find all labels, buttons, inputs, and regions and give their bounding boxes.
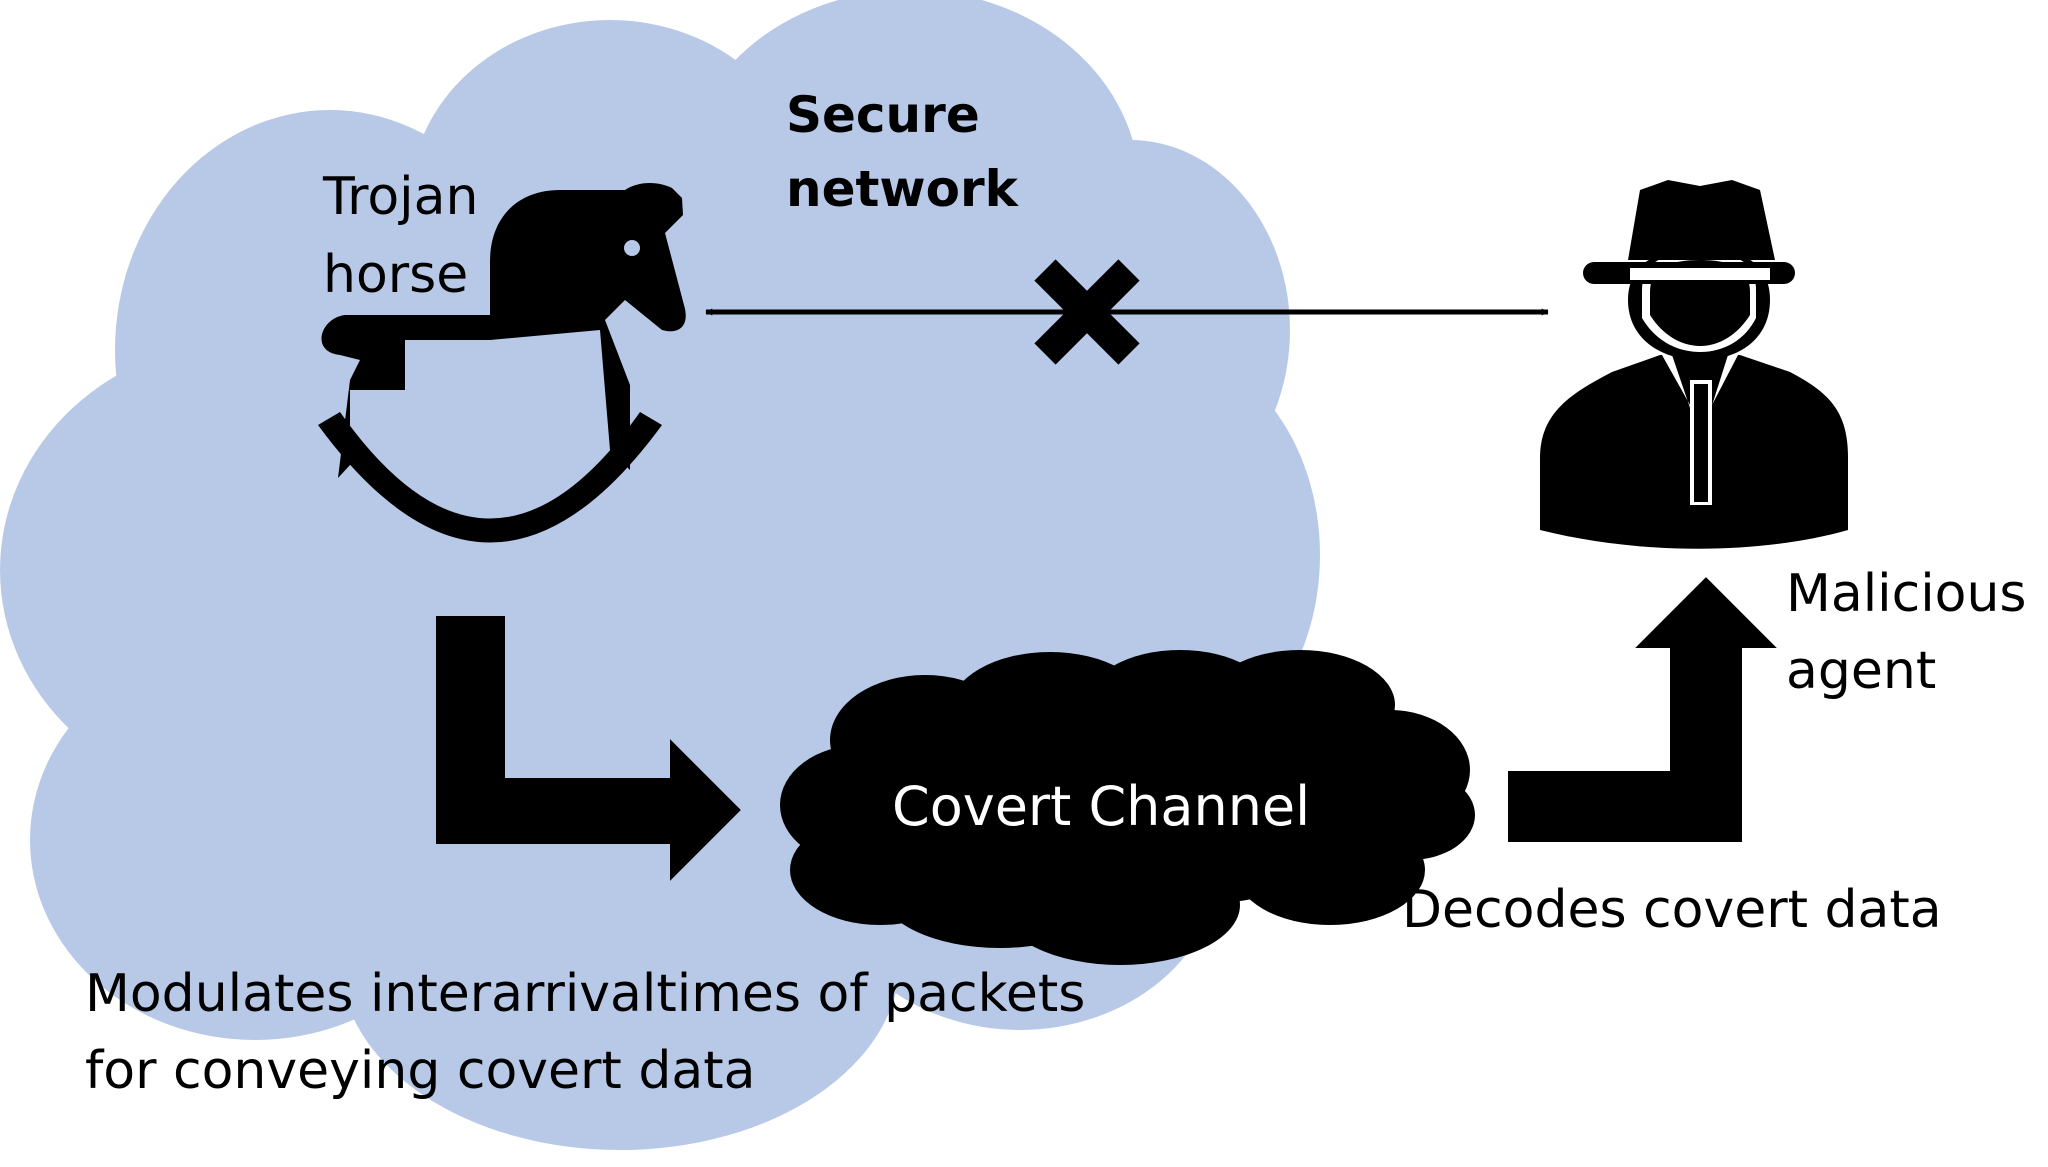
modulates-caption-line2: for conveying covert data (85, 1041, 756, 1101)
secure-network-label: Secure network (786, 78, 1018, 226)
secure-network-label-line1: Secure (786, 86, 980, 144)
modulate-arrow (436, 616, 741, 881)
modulates-caption-line1: Modulates interarrivaltimes of packets (85, 964, 1086, 1024)
malicious-agent-label: Malicious agent (1786, 556, 2027, 710)
malicious-agent-label-line2: agent (1786, 641, 1937, 701)
rocking-horse-icon (318, 183, 686, 543)
trojan-horse-label-line1: Trojan (323, 167, 479, 227)
covert-channel-cloud (780, 650, 1475, 965)
spy-agent-icon (1540, 180, 1848, 549)
decodes-caption: Decodes covert data (1402, 880, 1942, 940)
covert-channel-label: Covert Channel (892, 775, 1311, 838)
cross-icon (1034, 259, 1140, 365)
malicious-agent-label-line1: Malicious (1786, 564, 2027, 624)
trojan-horse-label-line2: horse (323, 245, 469, 305)
decode-arrow (1508, 577, 1777, 842)
secure-network-label-line2: network (786, 160, 1018, 218)
modulates-caption: Modulates interarrivaltimes of packets f… (85, 956, 1085, 1110)
trojan-horse-label: Trojan horse (323, 158, 478, 314)
